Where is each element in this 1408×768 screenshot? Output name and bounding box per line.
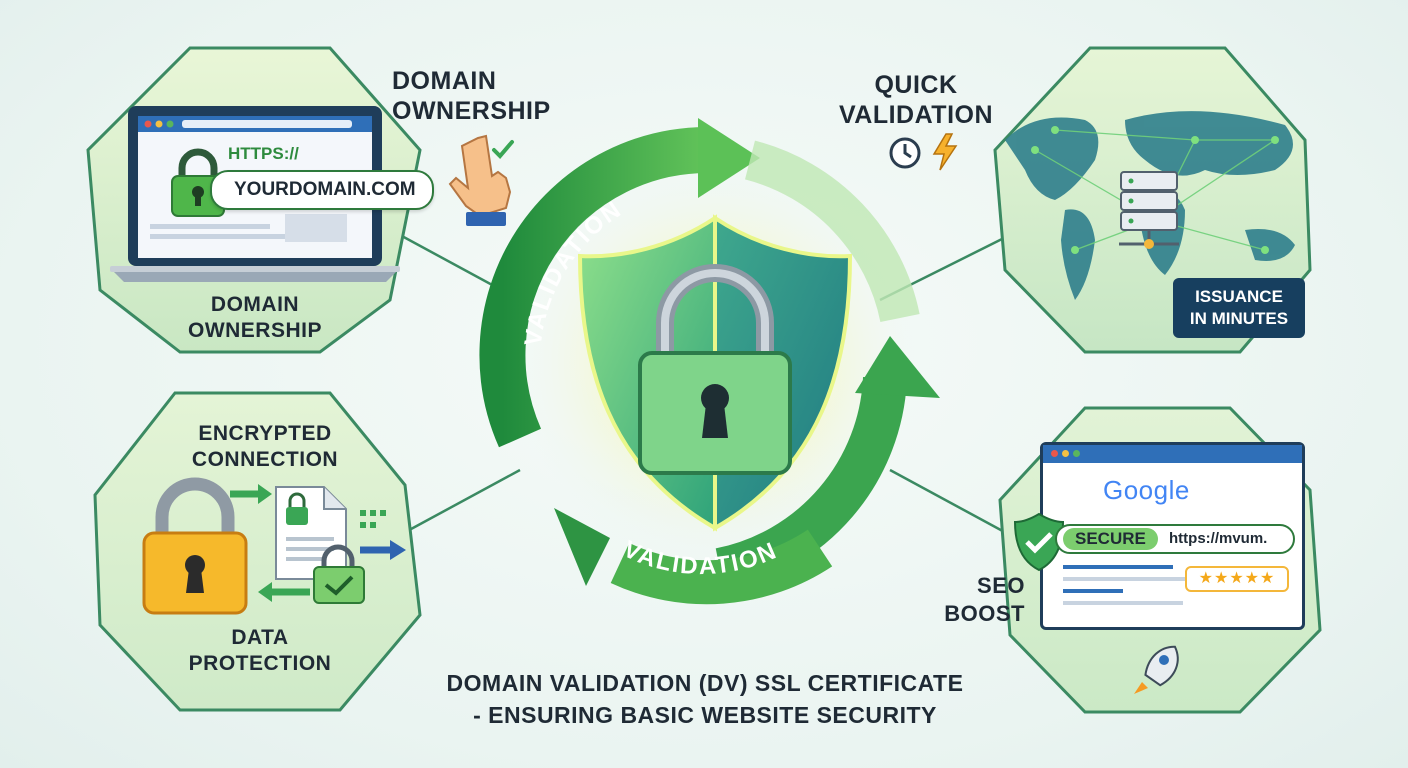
panel-encrypted-connection: ENCRYPTED CONNECTION DATA PROTECTI <box>80 385 440 720</box>
clock-icon <box>889 137 921 169</box>
rocket-icon <box>1134 645 1179 694</box>
url-bar: YOURDOMAIN.COM <box>210 170 434 210</box>
panel-seo-boost: Google SECURE https://mvum. ★★★★★ SEO BO… <box>944 400 1330 720</box>
panel-domain-ownership: HTTPS:// YOURDOMAIN.COM DOMAIN OWNERSHIP <box>70 40 434 360</box>
issuance-badge: ISSUANCE IN MINUTES <box>1173 278 1305 338</box>
shield-check-icon <box>1013 512 1065 572</box>
star-icon: ★ <box>1213 570 1230 587</box>
browser-titlebar <box>1043 445 1302 463</box>
pointing-hand-icon <box>448 134 514 226</box>
server-icon <box>1119 171 1179 249</box>
quick-validation-title: QUICK VALIDATION <box>838 71 994 129</box>
center-padlock-icon <box>638 264 792 475</box>
window-dot-icon <box>1073 450 1080 457</box>
footer-line-1: DOMAIN VALIDATION (DV) SSL CERTIFICATE <box>446 670 964 696</box>
star-rating: ★★★★★ <box>1185 566 1289 592</box>
yellow-padlock-icon <box>142 477 248 615</box>
lightning-icon <box>932 133 958 171</box>
result-lines <box>1063 565 1193 605</box>
validation-cycle: VALIDATION VALIDATION <box>479 118 940 605</box>
secure-url-bar: SECURE https://mvum. <box>1055 524 1295 554</box>
domain-ownership-title: DOMAIN OWNERSHIP <box>392 67 551 125</box>
secure-badge: SECURE <box>1063 528 1158 550</box>
transfer-arrows-icon <box>230 484 406 602</box>
secure-url: https://mvum. <box>1169 530 1268 547</box>
star-icon: ★ <box>1260 570 1276 587</box>
seo-boost-caption: SEO BOOST <box>944 573 1025 626</box>
url-domain: YOURDOMAIN.COM <box>234 179 416 200</box>
panel-caption-domain-ownership: DOMAIN OWNERSHIP <box>187 293 322 342</box>
star-icon: ★ <box>1198 570 1214 587</box>
star-icon: ★ <box>1229 570 1245 587</box>
green-padlock-check-icon <box>313 544 365 604</box>
hexagon-frame <box>93 391 422 712</box>
star-icon: ★ <box>1244 570 1261 587</box>
window-dot-icon <box>1051 450 1058 457</box>
data-protection-caption: DATA PROTECTION <box>188 626 332 675</box>
footer-line-2: - ENSURING BASIC WEBSITE SECURITY <box>473 702 937 728</box>
google-logo: Google <box>1103 475 1190 505</box>
footer-title: DOMAIN VALIDATION (DV) SSL CERTIFICATE -… <box>360 667 1050 731</box>
window-dot-icon <box>1062 450 1069 457</box>
url-scheme: HTTPS:// <box>228 144 299 163</box>
document-icon <box>275 486 347 580</box>
encrypted-connection-title: ENCRYPTED CONNECTION <box>191 422 339 471</box>
panel-quick-validation: ISSUANCE IN MINUTES <box>985 40 1325 360</box>
